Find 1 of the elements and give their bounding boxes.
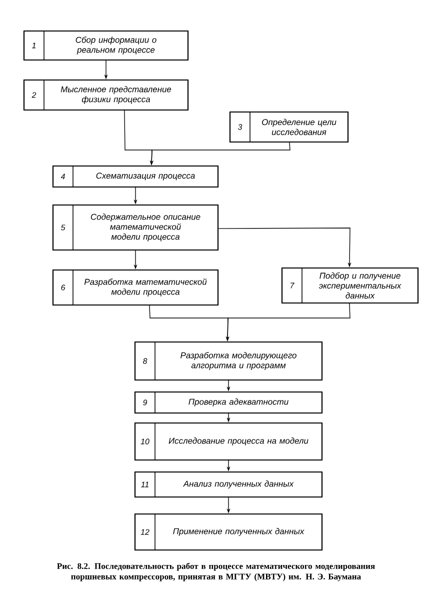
figure-caption: Рис. 8.2. Последовательность работ в процессе математического моделирования поршневых компрессоров, принятая в МГТУ (МВТУ) им. Н. Э. Баумана (57, 562, 375, 582)
